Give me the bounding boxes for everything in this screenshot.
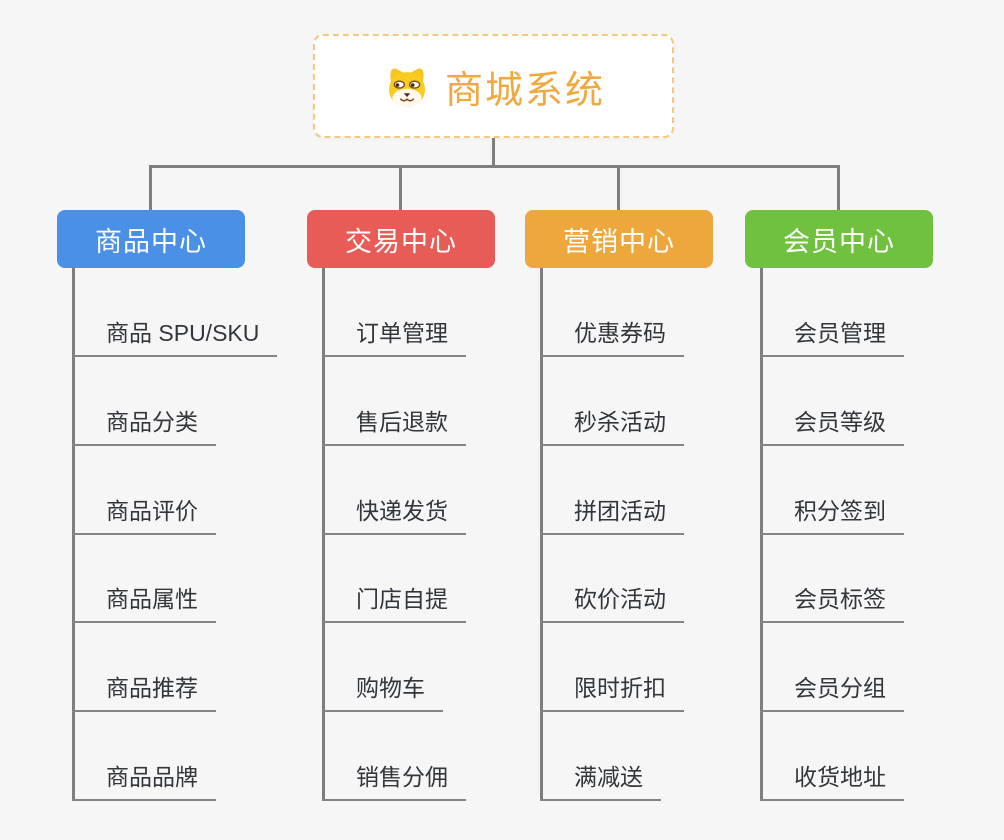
subtopic-item[interactable]: 拼团活动 <box>540 491 684 535</box>
connector-crossbar <box>149 165 840 168</box>
subtopic-item[interactable]: 门店自提 <box>322 579 466 623</box>
subtopic-item[interactable]: 商品品牌 <box>72 757 216 801</box>
subtopic-item[interactable]: 商品 SPU/SKU <box>72 313 278 357</box>
subtopic-item[interactable]: 销售分佣 <box>322 757 466 801</box>
subtopic-item[interactable]: 快递发货 <box>322 491 466 535</box>
subtopic-item[interactable]: 商品分类 <box>72 402 216 446</box>
subtopic-item[interactable]: 积分签到 <box>760 491 904 535</box>
subtopic-item[interactable]: 商品推荐 <box>72 668 216 712</box>
root-topic-title: 商城系统 <box>444 69 605 112</box>
shiba-dog-face-icon <box>382 63 432 109</box>
subtopic-item[interactable]: 优惠券码 <box>540 313 684 357</box>
subtopic-item[interactable]: 订单管理 <box>322 313 466 357</box>
subtopic-item[interactable]: 限时折扣 <box>540 668 684 712</box>
subtopic-item[interactable]: 会员标签 <box>760 579 904 623</box>
branch-label: 营销中心 <box>563 226 675 257</box>
subtopic-item[interactable]: 会员管理 <box>760 313 904 357</box>
branch-member-center[interactable]: 会员中心 <box>745 210 933 268</box>
connector-drop-trade <box>399 166 402 211</box>
subtopic-item[interactable]: 秒杀活动 <box>540 402 684 446</box>
branch-trade-center[interactable]: 交易中心 <box>307 210 495 268</box>
branch-label: 交易中心 <box>345 226 457 257</box>
subtopic-item[interactable]: 商品属性 <box>72 579 216 623</box>
subtopic-item[interactable]: 砍价活动 <box>540 579 684 623</box>
connector-drop-member <box>837 166 840 211</box>
subtopic-item[interactable]: 会员等级 <box>760 402 904 446</box>
branch-label: 商品中心 <box>95 226 207 257</box>
subtopic-item[interactable]: 满减送 <box>540 757 661 801</box>
subtopic-item[interactable]: 购物车 <box>322 668 443 712</box>
subtopic-item[interactable]: 会员分组 <box>760 668 904 712</box>
connector-drop-product <box>149 166 152 211</box>
connector-drop-marketing <box>617 166 620 211</box>
subtopic-item[interactable]: 商品评价 <box>72 491 216 535</box>
subtopic-item[interactable]: 售后退款 <box>322 402 466 446</box>
branch-marketing-center[interactable]: 营销中心 <box>525 210 713 268</box>
branch-label: 会员中心 <box>783 226 895 257</box>
root-topic[interactable]: 商城系统 <box>313 34 674 138</box>
branch-product-center[interactable]: 商品中心 <box>57 210 245 268</box>
subtopic-item[interactable]: 收货地址 <box>760 757 904 801</box>
connector-root-stem <box>492 136 495 167</box>
